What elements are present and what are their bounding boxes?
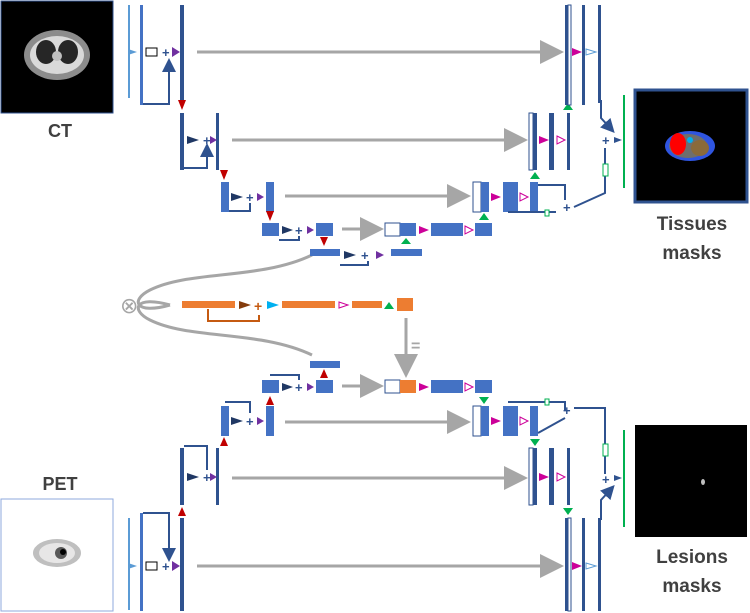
ct-decoder: + + [384, 4, 622, 244]
lesions-label-line2: masks [662, 576, 722, 597]
svg-text:+: + [254, 298, 262, 314]
svg-text:+: + [162, 45, 170, 60]
pet-decoder: + + [384, 379, 622, 612]
tissues-mask-image [633, 88, 749, 204]
svg-text:+: + [295, 223, 303, 238]
tissues-masks-label: Tissues masks [636, 210, 748, 268]
equals-sign: = [411, 338, 420, 355]
ct-label: CT [48, 121, 72, 141]
svg-text:+: + [295, 380, 303, 395]
lesions-label-line1: Lesions [656, 547, 728, 568]
svg-text:+: + [563, 200, 571, 215]
lesions-mask-image [635, 425, 747, 537]
svg-text:+: + [203, 133, 211, 148]
tissues-label-line1: Tissues [656, 214, 728, 235]
fusion-icon: ⊗ [120, 294, 138, 319]
skip-connections [137, 40, 564, 578]
svg-text:+: + [203, 470, 211, 485]
svg-text:+: + [361, 248, 369, 263]
tissues-label-line2: masks [662, 243, 722, 264]
fusion-bottleneck: + [182, 298, 413, 322]
lesions-masks-label: Lesions masks [636, 543, 748, 601]
pet-input-image [0, 498, 114, 612]
svg-text:+: + [246, 190, 254, 205]
svg-text:+: + [246, 414, 254, 429]
svg-text:+: + [602, 133, 610, 148]
svg-text:+: + [563, 403, 571, 418]
pet-encoder: + + + + [128, 361, 340, 611]
svg-text:+: + [602, 472, 610, 487]
ct-encoder: + + + + + [128, 5, 422, 266]
pet-label: PET [42, 474, 78, 494]
ct-input-image [0, 0, 114, 114]
svg-text:+: + [162, 559, 170, 574]
